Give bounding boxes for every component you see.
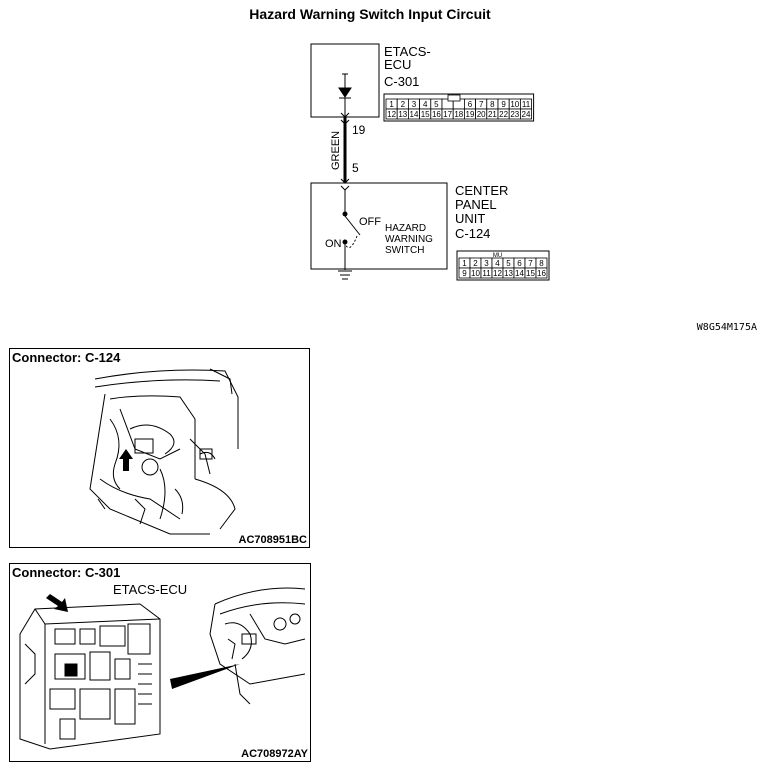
hazard-switch-symbol bbox=[342, 190, 361, 270]
ecu-and-dash-illustration bbox=[19, 587, 306, 750]
connector-c301-panel: Connector: C-301 ETACS-ECU bbox=[9, 563, 311, 762]
pin-number: 2 bbox=[401, 100, 406, 109]
ecu-connector-id: C-301 bbox=[384, 74, 419, 89]
ecu-name-line1: ETACS- bbox=[384, 44, 431, 59]
pin-number: 4 bbox=[423, 100, 428, 109]
pin-number: 2 bbox=[473, 259, 478, 268]
pin-number: 11 bbox=[522, 100, 531, 109]
pin-number: 10 bbox=[471, 269, 480, 278]
pin-number: 13 bbox=[398, 110, 407, 119]
ecu-name-line2: ECU bbox=[384, 57, 411, 72]
pin-number: 8 bbox=[539, 259, 544, 268]
connector-c124-panel: Connector: C-124 AC708951BC bbox=[9, 348, 310, 548]
dashboard-illustration bbox=[89, 368, 239, 535]
pin-number: 12 bbox=[493, 269, 502, 278]
drawing-code: W8G54M175A bbox=[696, 322, 757, 333]
pin-number: 14 bbox=[410, 110, 419, 119]
pin-19-label: 19 bbox=[352, 123, 366, 137]
pin-number: 7 bbox=[528, 259, 533, 268]
pin-number: 15 bbox=[421, 110, 430, 119]
pin-cell bbox=[535, 267, 548, 279]
pin-number: 9 bbox=[462, 269, 467, 278]
pin-cell bbox=[520, 108, 533, 120]
switch-name-line1: HAZARD bbox=[385, 223, 426, 234]
pin-number: 4 bbox=[495, 259, 500, 268]
pin-number: 8 bbox=[490, 100, 495, 109]
pin-number: 21 bbox=[488, 110, 497, 119]
pin-number: 3 bbox=[412, 100, 417, 109]
pin-number: 13 bbox=[504, 269, 513, 278]
pin-number: 6 bbox=[517, 259, 522, 268]
arrow-icon bbox=[119, 449, 133, 471]
connector-mark-19 bbox=[340, 112, 350, 118]
switch-off-label: OFF bbox=[359, 216, 381, 228]
connector-c124-code: AC708951BC bbox=[238, 534, 307, 546]
pin-5-label: 5 bbox=[352, 161, 359, 175]
diagram-title: Hazard Warning Switch Input Circuit bbox=[249, 6, 491, 22]
pin-number: 19 bbox=[466, 110, 475, 119]
connector-latch bbox=[447, 94, 461, 102]
connector-tag: MU bbox=[493, 253, 502, 259]
panel-name-line1: CENTER bbox=[455, 183, 508, 198]
pin-number: 23 bbox=[510, 110, 519, 119]
etacs-ecu-label: ETACS-ECU bbox=[113, 582, 188, 597]
connector-c124-title: Connector: C-124 bbox=[12, 350, 121, 365]
pin-number: 9 bbox=[501, 100, 506, 109]
wire-color-label: GREEN bbox=[330, 131, 342, 170]
panel-name-line2: PANEL bbox=[455, 197, 497, 212]
ground-icon bbox=[338, 270, 352, 280]
connector-c301-code: AC708972AY bbox=[241, 748, 308, 760]
center-panel-unit-box bbox=[310, 182, 448, 270]
pin-number: 3 bbox=[484, 259, 489, 268]
switch-on-label: ON bbox=[325, 238, 342, 250]
panel-name-line3: UNIT bbox=[455, 211, 485, 226]
pin-number: 15 bbox=[526, 269, 535, 278]
pin-number: 6 bbox=[468, 100, 473, 109]
pin-number: 7 bbox=[479, 100, 484, 109]
pin-number: 16 bbox=[537, 269, 546, 278]
pin-number: 10 bbox=[510, 100, 519, 109]
pin-number: 17 bbox=[443, 110, 452, 119]
pin-number: 1 bbox=[462, 259, 467, 268]
switch-name-line2: WARNING bbox=[385, 234, 433, 245]
pin-number: 24 bbox=[522, 110, 531, 119]
panel-connector-id: C-124 bbox=[455, 226, 490, 241]
diode-icon bbox=[338, 73, 352, 117]
switch-name-line3: SWITCH bbox=[385, 245, 424, 256]
pin-number: 5 bbox=[434, 100, 439, 109]
pin-number: 22 bbox=[499, 110, 508, 119]
pin-number: 14 bbox=[515, 269, 524, 278]
pin-number: 18 bbox=[454, 110, 463, 119]
pin-number: 11 bbox=[482, 269, 491, 278]
pin-number: 1 bbox=[389, 100, 394, 109]
pin-number: 20 bbox=[477, 110, 486, 119]
pointer-wedge bbox=[170, 664, 240, 689]
pin-number: 5 bbox=[506, 259, 511, 268]
pin-number: 16 bbox=[432, 110, 441, 119]
connector-c301-title: Connector: C-301 bbox=[12, 565, 121, 580]
pin-number: 12 bbox=[387, 110, 396, 119]
arrow-icon bbox=[46, 594, 68, 612]
